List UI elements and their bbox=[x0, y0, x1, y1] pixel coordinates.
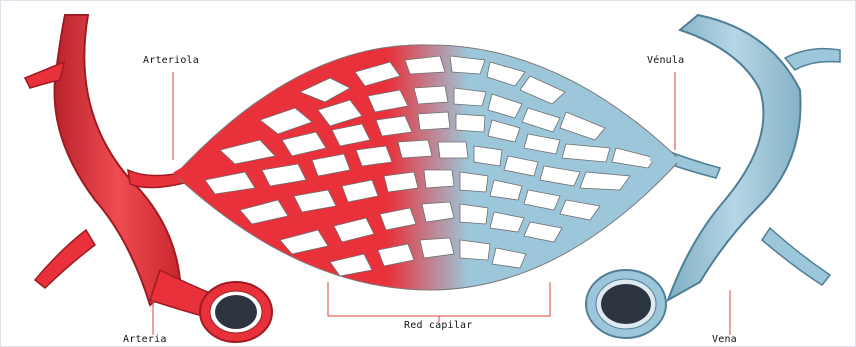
label-arteriola: Arteriola bbox=[143, 55, 199, 66]
label-red-capilar: Red capilar bbox=[404, 320, 472, 331]
label-venula: Vénula bbox=[647, 55, 684, 66]
capillary-bed bbox=[175, 45, 680, 290]
label-vena: Vena bbox=[712, 334, 737, 345]
label-arteria: Arteria bbox=[123, 334, 167, 345]
